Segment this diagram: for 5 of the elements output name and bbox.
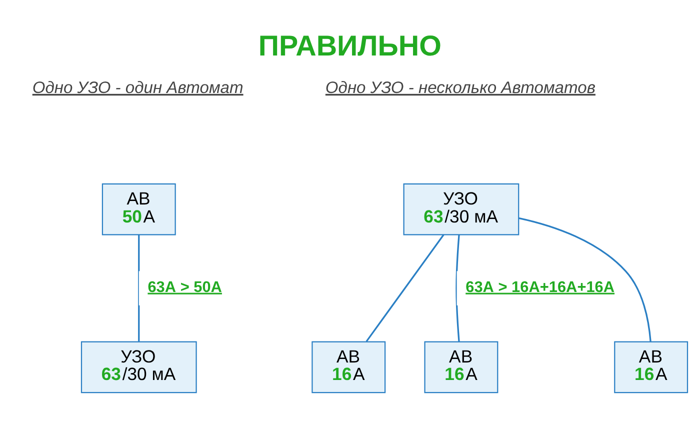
label: Одно УЗО - несколько Автоматов (325, 78, 596, 97)
edge-label: 63А > 16А+16А+16А (466, 278, 615, 296)
diagram-title: ПРАВИЛЬНО (258, 30, 442, 63)
edge-label: 63А > 50А (148, 278, 222, 296)
label: Одно УЗО - один Автомат (32, 78, 244, 97)
